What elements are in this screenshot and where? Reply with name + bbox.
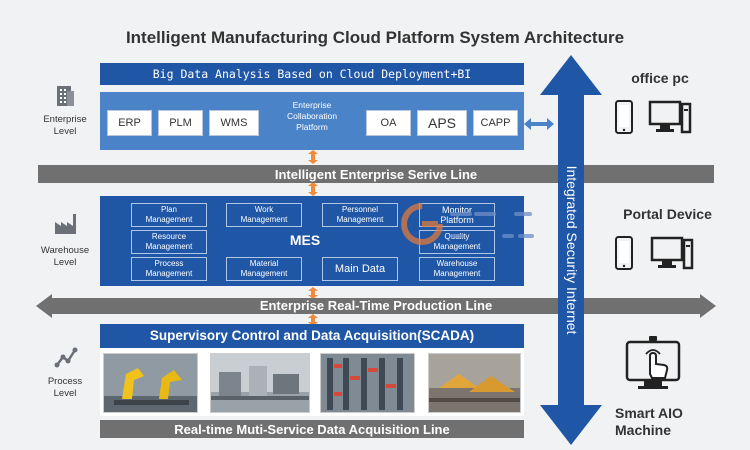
module-personnel-management: Personnel Management [322, 203, 398, 227]
production-line-arrow [36, 294, 716, 318]
warehouse-level-label: Warehouse Level [40, 245, 90, 268]
trend-line-icon [54, 345, 78, 369]
portal-device-label: Portal Device [623, 206, 712, 222]
building-icon [52, 82, 78, 108]
touchscreen-kiosk-icon [624, 334, 682, 392]
module-warehouse-management: Warehouse Management [419, 257, 495, 281]
scada-title-bar: Supervisory Control and Data Acquisition… [100, 324, 524, 348]
orange-arrow-icon [307, 182, 319, 196]
smartphone-icon [614, 236, 634, 270]
module-plm: PLM [158, 110, 203, 136]
production-workshop-photo [428, 353, 521, 413]
module-erp: ERP [107, 110, 152, 136]
module-capp: CAPP [473, 110, 518, 136]
factory-icon [52, 210, 78, 236]
robot-arm-photo [103, 353, 198, 413]
desktop-pc-icon [648, 100, 692, 134]
security-internet-arrow [540, 55, 602, 445]
data-acquisition-line: Real-time Muti-Service Data Acquisition … [100, 420, 524, 438]
security-internet-label: Integrated Security Internet [564, 165, 580, 335]
module-oa: OA [366, 110, 411, 136]
enterprise-collaboration-platform: Enterprise Collaboration Platform [286, 100, 338, 132]
office-pc-label: office pc [631, 70, 689, 86]
module-wms: WMS [209, 110, 259, 136]
module-work-management: Work Management [226, 203, 302, 227]
desktop-pc-icon [650, 236, 694, 270]
orange-arrow-icon [307, 286, 319, 299]
orange-arrow-icon [307, 150, 319, 164]
module-main-data: Main Data [322, 257, 398, 281]
enterprise-level-label: Enterprise Level [43, 114, 87, 137]
module-resource-management: Resource Management [131, 230, 207, 254]
process-level-label: Process Level [47, 376, 83, 399]
module-process-management: Process Management [131, 257, 207, 281]
smart-aio-machine-label: Smart AIO Machine [615, 405, 683, 438]
module-aps: APS [417, 110, 467, 136]
module-material-management: Material Management [226, 257, 302, 281]
assembly-line-photo [210, 353, 310, 413]
page-title: Intelligent Manufacturing Cloud Platform… [125, 28, 625, 47]
production-line-label: Enterprise Real-Time Production Line [259, 298, 493, 313]
orange-arrow-icon [307, 313, 319, 326]
enterprise-service-line: Intelligent Enterprise Serive Line [38, 165, 714, 183]
brand-watermark-logo [398, 200, 548, 248]
link-arrow-icon [524, 117, 554, 131]
smartphone-icon [614, 100, 634, 134]
warehouse-racks-photo [320, 353, 415, 413]
big-data-bar: Big Data Analysis Based on Cloud Deploym… [100, 63, 524, 85]
mes-label: MES [289, 232, 321, 248]
module-plan-management: Plan Management [131, 203, 207, 227]
